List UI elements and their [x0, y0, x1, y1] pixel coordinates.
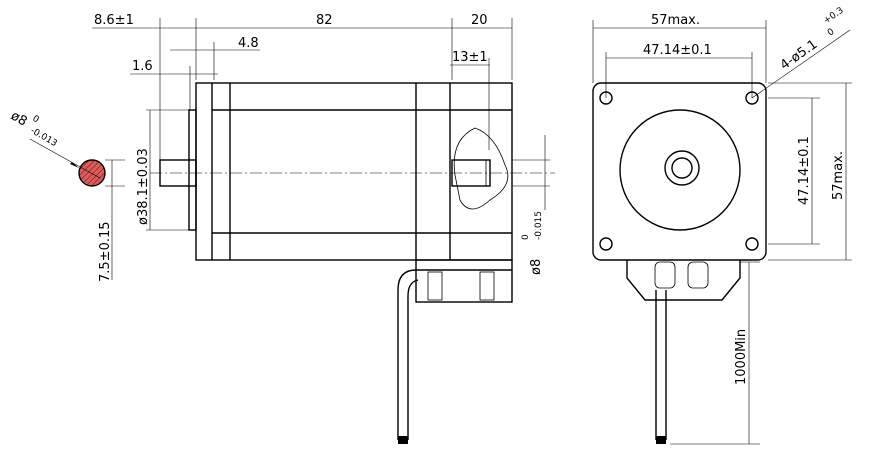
flat-height-label: 7.5±0.15: [98, 221, 113, 282]
front-view: 57max. 47.14±0.1 4-ø5.1 +0.3 0 47.14±0.1…: [592, 6, 852, 445]
side-view: 8.6±1 82 20 4.8 1.6 13±1: [92, 13, 555, 444]
dim-shaft-diameter: ø8: [529, 259, 544, 275]
front-connector-slot-2: [687, 261, 709, 289]
pilot-boss: [188, 109, 197, 231]
connector-pin-1: [427, 271, 443, 301]
shaft-section-hatch: [79, 160, 105, 186]
front-shaft-inner: [671, 157, 693, 179]
shaft-section-view: ø8 0 -0.013 7.5±0.15: [8, 108, 125, 282]
dim-shaft-length: 20: [471, 13, 488, 28]
mount-hole-leader: [751, 29, 851, 99]
section-tol-upper: 0: [31, 114, 41, 126]
section-tol-lower: -0.013: [29, 126, 59, 149]
dim-pilot-thickness: 1.6: [132, 59, 153, 74]
motor-body: [195, 82, 513, 261]
dim-lead-length: 1000Min: [734, 329, 749, 385]
section-diameter-label: ø8: [8, 108, 30, 129]
mount-hole-bl: [599, 237, 613, 251]
front-cable-end: [656, 436, 666, 444]
front-pilot-circle: [619, 109, 741, 231]
cable-inner: [407, 279, 419, 440]
dim-mount-tol-upper: +0.3: [822, 6, 846, 27]
cable-outer: [397, 269, 417, 440]
dim-key-length: 13±1: [452, 50, 488, 65]
mount-hole-tl: [599, 91, 613, 105]
mount-hole-tr: [745, 91, 759, 105]
section-arrow: [70, 162, 79, 168]
dim-frame-height: 57max.: [831, 151, 846, 200]
dim-flange-offset: 8.6±1: [94, 13, 134, 28]
dim-shaft-tol-upper: 0: [521, 234, 531, 240]
front-frame: [592, 82, 767, 261]
dim-pilot-diameter: ø38.1±0.03: [136, 148, 151, 225]
section-leader: [29, 138, 101, 179]
dim-shaft-tol-lower: -0.015: [534, 211, 544, 240]
dim-frame-width: 57max.: [651, 13, 700, 28]
dim-hole-spacing-v: 47.14±0.1: [797, 136, 812, 205]
front-connector: [626, 260, 741, 301]
encoder-outline: [453, 127, 509, 210]
connector-block: [415, 259, 513, 303]
dim-body-length: 82: [316, 13, 333, 28]
dim-hole-spacing-h: 47.14±0.1: [643, 43, 712, 58]
dim-mount-tol-lower: 0: [826, 27, 837, 39]
mount-hole-br: [745, 237, 759, 251]
dim-pilot-depth: 4.8: [238, 36, 259, 51]
front-connector-slot-1: [654, 261, 676, 289]
front-shaft-outer: [664, 150, 700, 186]
cable-end: [398, 436, 408, 444]
connector-pin-2: [479, 271, 495, 301]
